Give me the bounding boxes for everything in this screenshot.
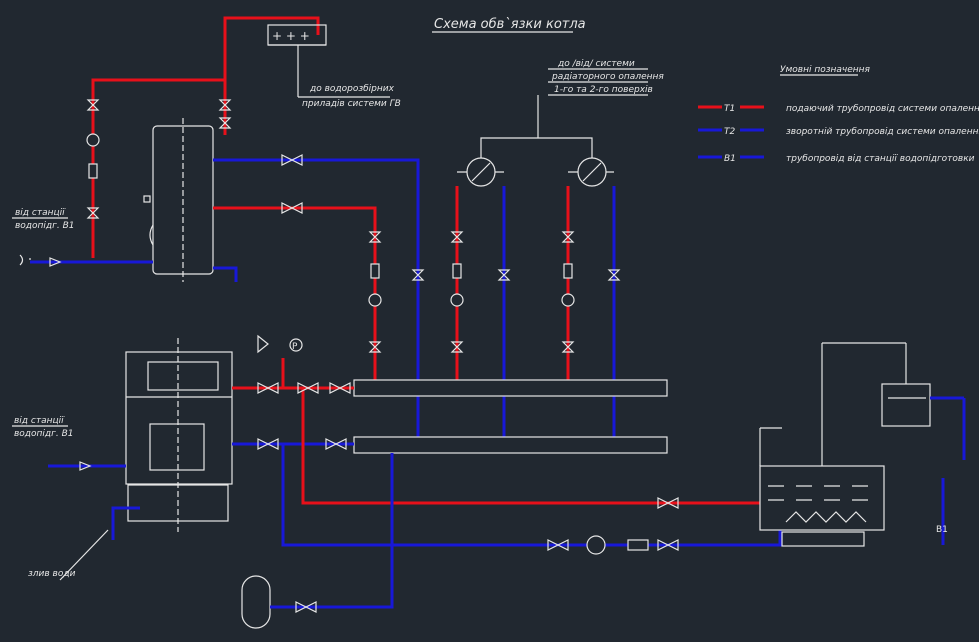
legend-text-t1: подаючий трубопровід системи опалення [786, 104, 979, 114]
expansion-tank [241, 575, 271, 629]
station-label-b1: від станції [14, 416, 65, 426]
legend-heading: Умовні позначення [780, 65, 871, 75]
station-label-b2: водопідг. В1 [14, 429, 74, 439]
station-label-a1: від станції [15, 208, 66, 218]
pressure-gauge-icon [289, 338, 303, 352]
water-heater-tank [143, 118, 214, 282]
rad-label-2: радіаторного опалення [551, 72, 664, 82]
legend-code-t1: Т1 [724, 104, 735, 114]
heater-valves [49, 99, 232, 267]
b1-tag: В1 [936, 525, 948, 535]
supply-manifold [353, 379, 668, 397]
pressure-gauge-label: P [292, 342, 298, 352]
hw-label-1: до водорозбірних [309, 84, 395, 94]
hw-label-2: приладів системи ГВ [302, 99, 401, 109]
diagram-title: Схема обв`язки котла [434, 17, 586, 32]
drain-label: злив води [28, 569, 76, 579]
radiator-circuits: до /від/ системи радіаторного опалення 1… [368, 59, 664, 440]
legend-code-t2: Т2 [724, 127, 735, 137]
rad-label-3: 1-го та 2-го поверхів [554, 85, 653, 95]
svg-text:+ + +: + + + [272, 29, 310, 43]
boiler [125, 338, 233, 532]
rad-label-1: до /від/ системи [557, 59, 635, 69]
buffer-tank: В1 [759, 342, 966, 547]
return-manifold [353, 436, 668, 454]
legend: Умовні позначення Т1 подаючий трубопрові… [698, 65, 979, 164]
legend-text-b1: трубопровід від станції водопідготовки [786, 154, 975, 164]
hot-water-outlets: + + + до водорозбірних приладів системи … [91, 16, 401, 258]
station-label-a2: водопідг. В1 [15, 221, 75, 231]
legend-text-t2: зворотній трубопровід системи опалення [786, 127, 979, 137]
legend-code-b1: В1 [724, 154, 736, 164]
